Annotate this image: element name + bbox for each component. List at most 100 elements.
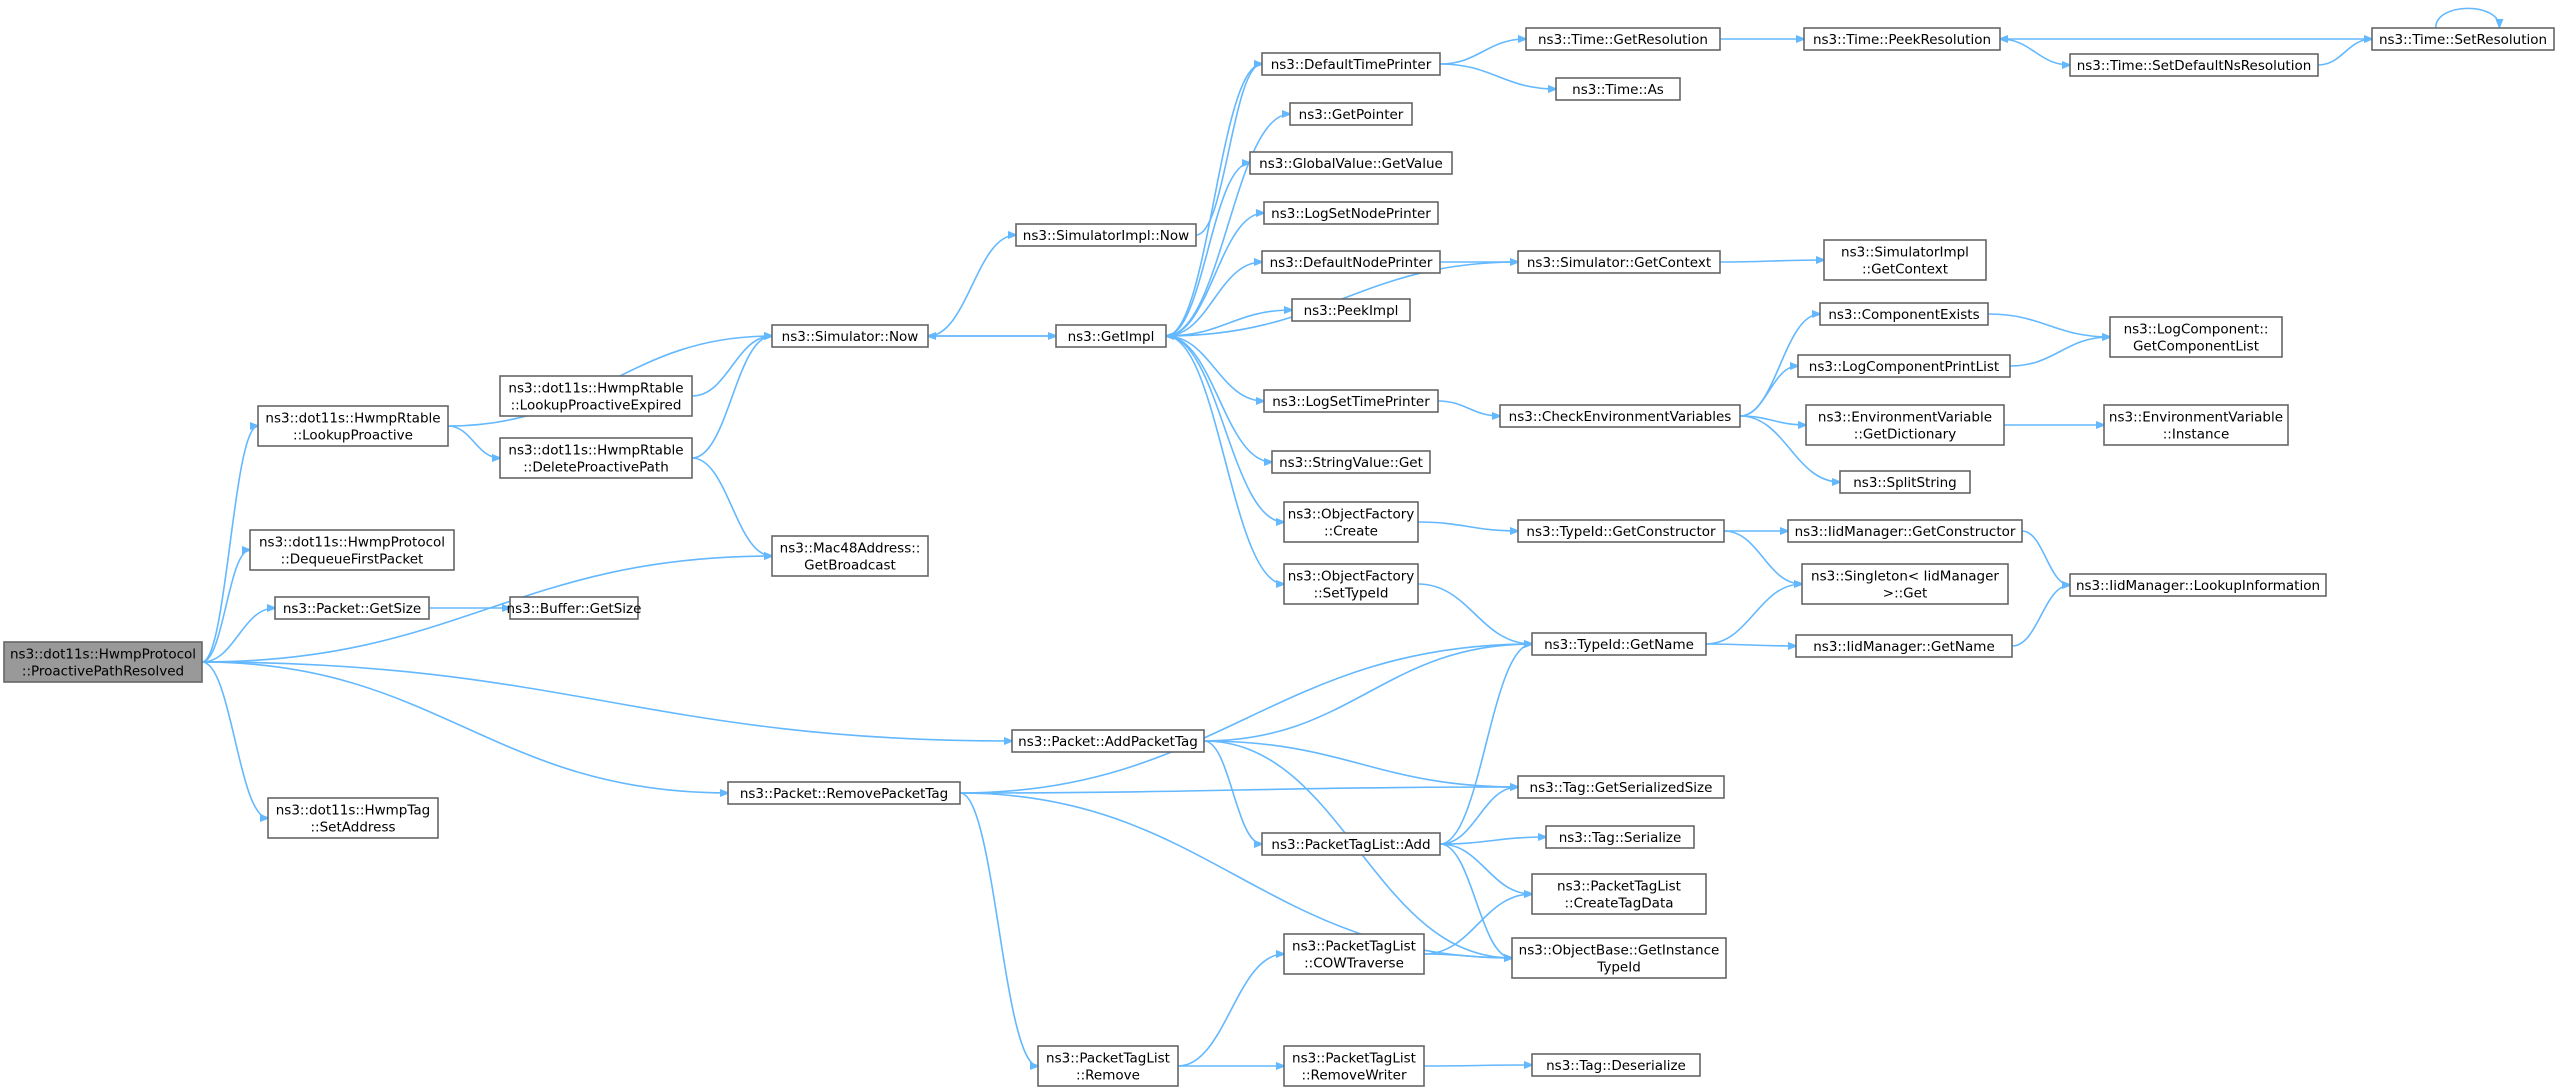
node-label-line: ns3::ObjectFactory	[1288, 507, 1415, 523]
graph-node-simNow[interactable]: ns3::Simulator::Now	[771, 324, 929, 348]
call-edge-iidGetConstructor-to-iidLookupInfo	[2021, 530, 2070, 585]
node-label-line: ns3::dot11s::HwmpRtable	[265, 411, 440, 427]
graph-node-timeGetResolution[interactable]: ns3::Time::GetResolution	[1525, 27, 1721, 51]
node-label-line: ns3::PeekImpl	[1304, 303, 1399, 319]
graph-node-checkEnvVars[interactable]: ns3::CheckEnvironmentVariables	[1499, 404, 1741, 428]
graph-node-addPacketTag[interactable]: ns3::Packet::AddPacketTag	[1011, 729, 1205, 753]
graph-node-singletonGet[interactable]: ns3::Singleton< IidManager >::Get	[1801, 563, 2009, 605]
graph-node-objFactoryCreate[interactable]: ns3::ObjectFactory::Create	[1283, 501, 1419, 543]
node-label-line: ns3::ObjectFactory	[1288, 569, 1415, 585]
graph-node-simImplGetContext[interactable]: ns3::SimulatorImpl::GetContext	[1823, 239, 1987, 281]
node-box	[1511, 937, 1727, 979]
call-edge-typeIdGetName-to-singletonGet	[1705, 584, 1802, 645]
graph-node-ptlRemove[interactable]: ns3::PacketTagList::Remove	[1037, 1045, 1179, 1087]
graph-node-logSetNodePrinter[interactable]: ns3::LogSetNodePrinter	[1263, 201, 1439, 225]
call-edge-proactive-to-hwmpTagSetAddress	[201, 661, 268, 818]
node-box	[1261, 250, 1441, 274]
node-box	[1531, 873, 1707, 915]
node-box	[1805, 404, 2005, 446]
graph-node-defaultNodePrinter[interactable]: ns3::DefaultNodePrinter	[1261, 250, 1441, 274]
graph-node-timeSetDefaultNs[interactable]: ns3::Time::SetDefaultNsResolution	[2069, 53, 2319, 77]
call-edge-ptlAdd-to-tagSerialize	[1439, 837, 1546, 845]
node-label-line: ::GetContext	[1862, 262, 1948, 278]
graph-node-typeIdGetConstructor[interactable]: ns3::TypeId::GetConstructor	[1517, 519, 1725, 543]
graph-node-timeSetResolution[interactable]: ns3::Time::SetResolution	[2371, 27, 2555, 51]
graph-node-ptlCowTraverse[interactable]: ns3::PacketTagList::COWTraverse	[1283, 933, 1425, 975]
node-label-line: ::RemoveWriter	[1301, 1068, 1407, 1084]
graph-node-splitString[interactable]: ns3::SplitString	[1839, 470, 1971, 494]
graph-node-lookupExpired[interactable]: ns3::dot11s::HwmpRtable::LookupProactive…	[499, 375, 693, 417]
graph-node-globalGetValue[interactable]: ns3::GlobalValue::GetValue	[1249, 151, 1453, 175]
call-edge-timePeekResolution-to-timeSetDefaultNs	[1999, 38, 2070, 65]
graph-node-envVarInstance[interactable]: ns3::EnvironmentVariable::Instance	[2103, 404, 2289, 446]
call-edge-getImpl-to-objFactoryCreate	[1165, 335, 1284, 522]
call-edge-getImpl-to-defaultNodePrinter	[1165, 262, 1262, 337]
graph-node-tagDeserialize[interactable]: ns3::Tag::Deserialize	[1531, 1053, 1701, 1077]
call-edge-getImpl-to-logSetTimePrinter	[1165, 335, 1264, 401]
node-label-line: ::DeleteProactivePath	[523, 460, 669, 476]
node-label-line: ns3::dot11s::HwmpTag	[276, 803, 430, 819]
graph-node-macBroadcast[interactable]: ns3::Mac48Address::GetBroadcast	[771, 535, 929, 577]
graph-node-tagGetSerializedSize[interactable]: ns3::Tag::GetSerializedSize	[1517, 775, 1725, 799]
graph-node-ptlRemoveWriter[interactable]: ns3::PacketTagList::RemoveWriter	[1283, 1045, 1425, 1087]
graph-node-tagSerialize[interactable]: ns3::Tag::Serialize	[1545, 825, 1695, 849]
graph-node-logSetTimePrinter[interactable]: ns3::LogSetTimePrinter	[1263, 389, 1439, 413]
graph-node-packetGetSize[interactable]: ns3::Packet::GetSize	[274, 596, 430, 620]
node-label-line: ns3::LogSetTimePrinter	[1272, 394, 1430, 410]
call-edge-iidGetName-to-iidLookupInfo	[2011, 585, 2070, 647]
edge-layer	[201, 7, 2499, 1066]
graph-node-simImplNow[interactable]: ns3::SimulatorImpl::Now	[1015, 223, 1197, 247]
call-edge-proactive-to-dequeue	[201, 550, 250, 663]
node-label-line: ns3::dot11s::HwmpProtocol	[10, 647, 196, 663]
graph-node-deleteProactive[interactable]: ns3::dot11s::HwmpRtable::DeleteProactive…	[499, 437, 693, 479]
node-label-line: ns3::PacketTagList	[1292, 939, 1416, 955]
call-edge-ptlCowTraverse-to-objBaseGetInstanceTypeId	[1423, 953, 1512, 958]
node-label-line: ns3::TypeId::GetConstructor	[1526, 524, 1716, 540]
node-box	[1283, 1045, 1425, 1087]
node-box	[1263, 201, 1439, 225]
node-label-line: ns3::Time::As	[1572, 82, 1664, 98]
graph-node-envVarGetDict[interactable]: ns3::EnvironmentVariable::GetDictionary	[1805, 404, 2005, 446]
node-label-line: ::Instance	[2163, 427, 2230, 443]
graph-node-iidLookupInfo[interactable]: ns3::IidManager::LookupInformation	[2069, 573, 2327, 597]
node-label-line: ::Remove	[1076, 1068, 1140, 1084]
graph-node-proactive[interactable]: ns3::dot11s::HwmpProtocol::ProactivePath…	[3, 641, 203, 683]
graph-node-peekImpl[interactable]: ns3::PeekImpl	[1291, 298, 1411, 322]
node-label-line: ns3::StringValue::Get	[1279, 455, 1423, 471]
node-box	[1797, 354, 2011, 378]
graph-node-hwmpTagSetAddress[interactable]: ns3::dot11s::HwmpTag::SetAddress	[267, 797, 439, 839]
graph-node-lookupProactive[interactable]: ns3::dot11s::HwmpRtable::LookupProactive	[257, 405, 449, 447]
node-label-line: ns3::Tag::GetSerializedSize	[1530, 780, 1713, 796]
graph-node-iidGetName[interactable]: ns3::IidManager::GetName	[1795, 634, 2013, 658]
node-box	[1283, 501, 1419, 543]
node-label-line: ns3::IidManager::GetConstructor	[1795, 524, 2016, 540]
graph-node-timePeekResolution[interactable]: ns3::Time::PeekResolution	[1803, 27, 2001, 51]
node-label-line: ns3::Mac48Address::	[780, 541, 921, 557]
node-box	[1271, 450, 1431, 474]
graph-node-removePacketTag[interactable]: ns3::Packet::RemovePacketTag	[727, 781, 961, 805]
node-box	[1555, 77, 1681, 101]
graph-node-getComponentList[interactable]: ns3::LogComponent::GetComponentList	[2109, 316, 2283, 358]
graph-node-getPointer[interactable]: ns3::GetPointer	[1289, 102, 1413, 126]
call-edge-removePacketTag-to-objBaseGetInstanceTypeId	[959, 792, 1512, 958]
graph-node-logComponentPrintList[interactable]: ns3::LogComponentPrintList	[1797, 354, 2011, 378]
graph-node-ptlAdd[interactable]: ns3::PacketTagList::Add	[1261, 832, 1441, 856]
graph-node-iidGetConstructor[interactable]: ns3::IidManager::GetConstructor	[1787, 519, 2023, 543]
node-label-line: ::DequeueFirstPacket	[281, 552, 424, 568]
node-box	[1787, 519, 2023, 543]
graph-node-stringValueGet[interactable]: ns3::StringValue::Get	[1271, 450, 1431, 474]
graph-node-defaultTimePrinter[interactable]: ns3::DefaultTimePrinter	[1261, 52, 1441, 76]
call-edge-removePacketTag-to-tagGetSerializedSize	[959, 787, 1518, 794]
graph-node-componentExists[interactable]: ns3::ComponentExists	[1819, 302, 1989, 326]
graph-node-ptlCreateTagData[interactable]: ns3::PacketTagList::CreateTagData	[1531, 873, 1707, 915]
graph-node-getImpl[interactable]: ns3::GetImpl	[1055, 324, 1167, 348]
graph-node-dequeue[interactable]: ns3::dot11s::HwmpProtocol::DequeueFirstP…	[249, 529, 455, 571]
call-edge-componentExists-to-getComponentList	[1987, 313, 2110, 337]
node-box	[1261, 52, 1441, 76]
graph-node-bufferGetSize[interactable]: ns3::Buffer::GetSize	[507, 596, 642, 620]
graph-node-typeIdGetName[interactable]: ns3::TypeId::GetName	[1531, 632, 1707, 656]
graph-node-objFactorySetTypeId[interactable]: ns3::ObjectFactory::SetTypeId	[1283, 563, 1419, 605]
graph-node-simGetContext[interactable]: ns3::Simulator::GetContext	[1517, 250, 1721, 274]
graph-node-timeAs[interactable]: ns3::Time::As	[1555, 77, 1681, 101]
